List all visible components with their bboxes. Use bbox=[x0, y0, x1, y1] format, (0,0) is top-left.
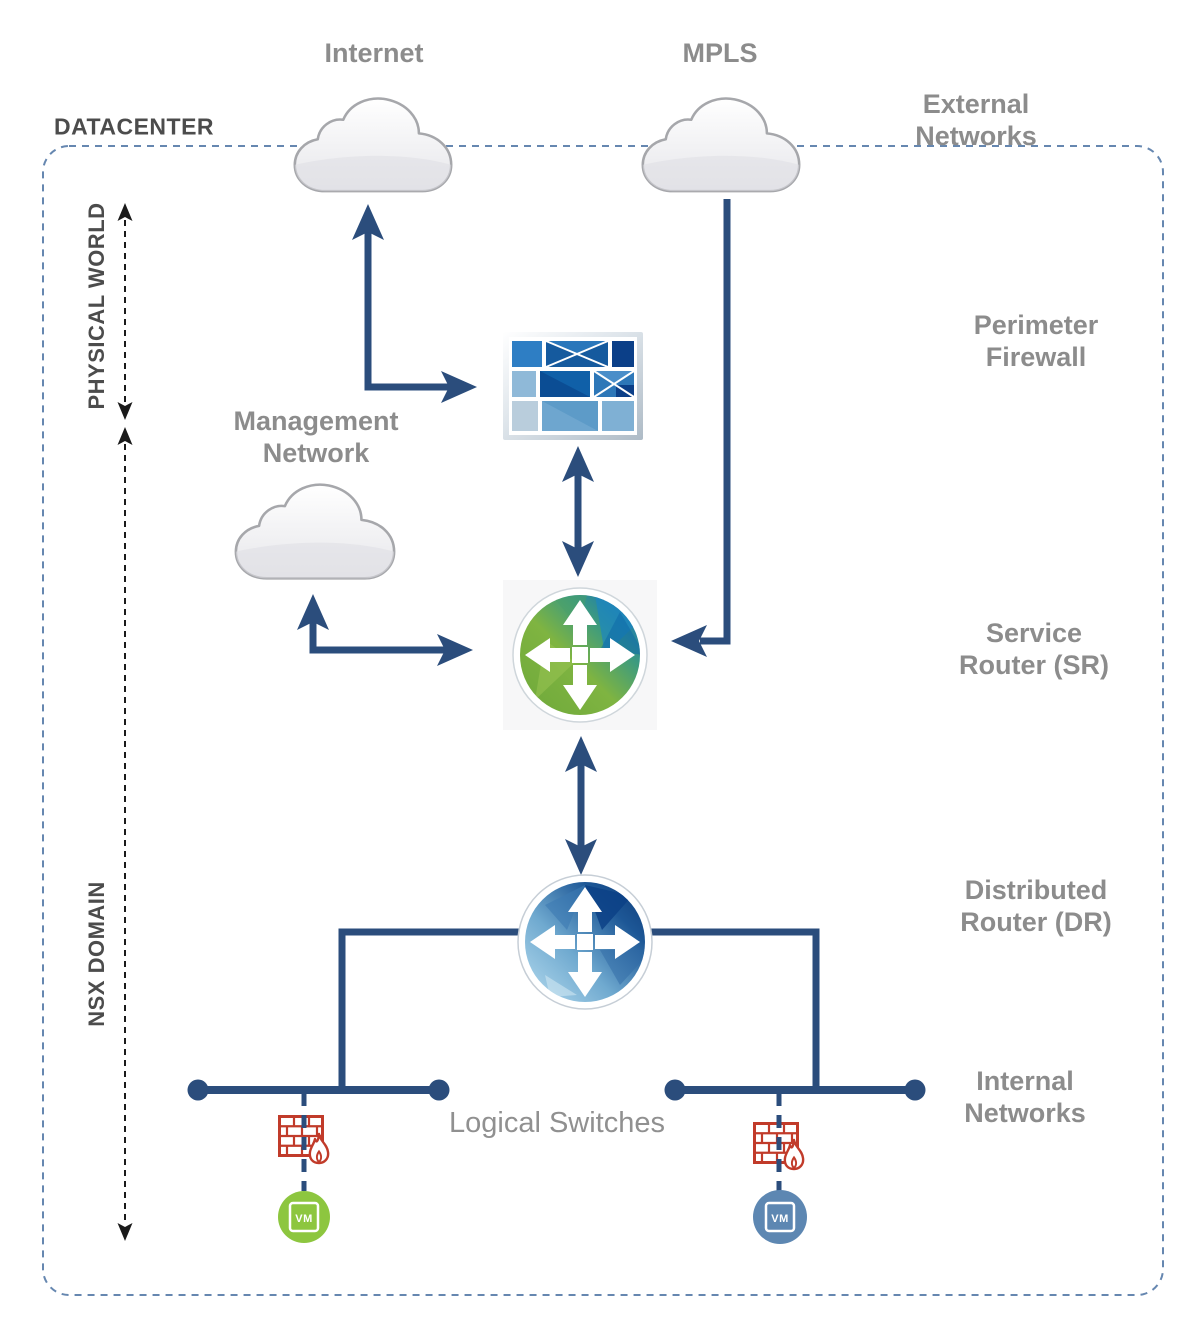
external-networks-label: External Networks bbox=[915, 89, 1037, 151]
internet-cloud-icon bbox=[293, 97, 453, 193]
distributed-router-label: Distributed Router (DR) bbox=[960, 875, 1112, 937]
perimeter-firewall-icon bbox=[503, 332, 643, 440]
physical-world-axis-arrow bbox=[117, 203, 133, 420]
perimeter-firewall-label: Perimeter Firewall bbox=[973, 310, 1099, 372]
nsx-domain-axis-arrow bbox=[117, 427, 133, 1241]
logical-switch-right bbox=[664, 1079, 926, 1101]
vm-left-icon: VM bbox=[278, 1191, 330, 1243]
service-router-icon bbox=[503, 580, 657, 730]
distributed-router-icon bbox=[517, 874, 653, 1010]
service-router-label: Service Router (SR) bbox=[959, 618, 1109, 680]
management-cloud-icon bbox=[234, 483, 396, 580]
management-network-label: Management Network bbox=[233, 406, 399, 468]
mpls-cloud-icon bbox=[641, 97, 801, 193]
nsx-domain-label: NSX DOMAIN bbox=[84, 881, 109, 1027]
internet-uplink-arrow bbox=[364, 230, 450, 391]
internal-networks-label: Internal Networks bbox=[964, 1066, 1086, 1128]
datacenter-boundary bbox=[42, 145, 1164, 1296]
internet-label: Internet bbox=[324, 38, 424, 68]
vm-left-label: VM bbox=[295, 1213, 313, 1225]
management-link-arrow bbox=[309, 620, 446, 654]
logical-switch-left bbox=[187, 1079, 450, 1101]
mpls-uplink-arrow bbox=[700, 199, 731, 645]
logical-switches-label: Logical Switches bbox=[449, 1107, 665, 1139]
physical-world-label: PHYSICAL WORLD bbox=[84, 202, 109, 410]
vm-right-label: VM bbox=[771, 1213, 789, 1225]
datacenter-label: DATACENTER bbox=[54, 113, 215, 140]
mpls-label: MPLS bbox=[682, 38, 758, 68]
vm-right-icon: VM bbox=[753, 1190, 807, 1244]
